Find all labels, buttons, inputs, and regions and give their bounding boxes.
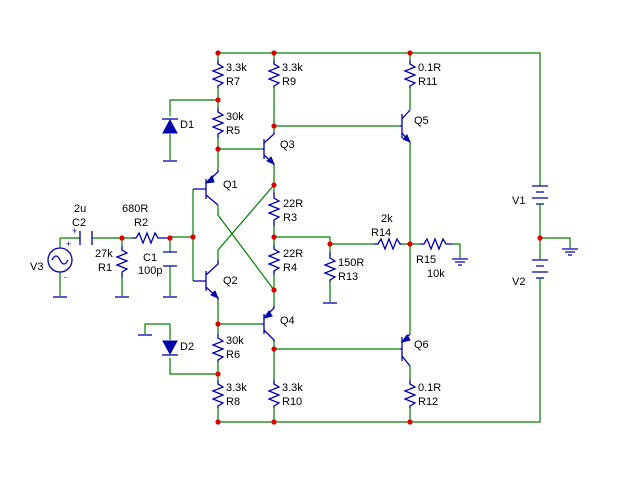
v2-ref: V2 xyxy=(512,276,525,288)
resistor-r7 xyxy=(211,60,225,88)
r10-value: 3.3k xyxy=(282,382,303,394)
v3-ref: V3 xyxy=(30,261,43,273)
capacitors: + xyxy=(72,226,177,267)
r8-ref: R8 xyxy=(226,396,240,408)
resistors xyxy=(115,60,452,408)
resistor-r1 xyxy=(115,246,129,278)
c2-ref: C2 xyxy=(72,217,86,229)
v1-ref: V1 xyxy=(512,195,525,207)
r2-ref: R2 xyxy=(134,217,148,229)
r11-value: 0.1R xyxy=(418,62,441,74)
c2-value: 2u xyxy=(74,203,86,215)
r10-ref: R10 xyxy=(282,396,302,408)
r13-value: 150R xyxy=(338,257,364,269)
transistor-q1 xyxy=(193,170,219,206)
q5-ref: Q5 xyxy=(414,115,429,127)
resistor-r11 xyxy=(403,60,417,88)
r14-value: 2k xyxy=(381,213,393,225)
diodes xyxy=(162,118,178,356)
transistor-q5 xyxy=(400,109,411,143)
ground-v1v2 xyxy=(562,248,578,256)
r11-ref: R11 xyxy=(418,76,437,88)
r15-ref: R15 xyxy=(416,254,436,266)
r15-value: 10k xyxy=(427,268,445,280)
r5-value: 30k xyxy=(226,111,244,123)
battery-v1 xyxy=(532,185,548,206)
c1-ref: C1 xyxy=(143,252,157,264)
d1-ref: D1 xyxy=(180,119,194,131)
q2-ref: Q2 xyxy=(223,275,238,287)
transistor-q3 xyxy=(262,132,275,165)
v3-minus-sign: - xyxy=(64,272,67,282)
resistor-r15 xyxy=(420,237,452,251)
r2-value: 680R xyxy=(122,203,148,215)
r7-ref: R7 xyxy=(226,76,240,88)
r3-ref: R3 xyxy=(283,212,297,224)
capacitor-c1 xyxy=(163,251,177,267)
junction-dots xyxy=(119,50,543,425)
r4-ref: R4 xyxy=(283,262,297,274)
d2-ref: D2 xyxy=(180,341,194,353)
ground-symbols xyxy=(53,160,578,336)
ground-r15 xyxy=(452,258,468,266)
r12-value: 0.1R xyxy=(418,382,441,394)
transistor-q6 xyxy=(400,333,411,367)
resistor-r6 xyxy=(211,334,225,362)
resistor-r3 xyxy=(267,192,281,226)
q1-ref: Q1 xyxy=(223,179,238,191)
v3-plus-sign: + xyxy=(66,239,71,249)
component-labels: 3.3k R7 30k R5 D1 3.3k R9 Q3 Q1 22R R3 2… xyxy=(30,62,525,408)
resistor-r5 xyxy=(211,108,225,138)
r5-ref: R5 xyxy=(226,125,240,137)
q3-ref: Q3 xyxy=(280,139,295,151)
r6-value: 30k xyxy=(226,335,244,347)
source-v3: + - xyxy=(47,238,73,282)
transistor-q2 xyxy=(193,260,219,300)
diode-d2 xyxy=(162,340,178,356)
c2-plus-sign: + xyxy=(72,226,77,236)
r9-ref: R9 xyxy=(282,76,296,88)
resistor-r2 xyxy=(132,231,170,245)
resistor-r12 xyxy=(403,380,417,408)
r1-ref: R1 xyxy=(98,262,112,274)
q6-ref: Q6 xyxy=(414,339,429,351)
r6-ref: R6 xyxy=(226,349,240,361)
resistor-r13 xyxy=(323,252,337,282)
q4-ref: Q4 xyxy=(280,315,295,327)
resistor-r14 xyxy=(374,237,402,251)
r9-value: 3.3k xyxy=(282,62,303,74)
capacitor-c2: + xyxy=(72,226,93,245)
wires xyxy=(59,52,571,423)
r8-value: 3.3k xyxy=(226,382,247,394)
r7-value: 3.3k xyxy=(226,62,247,74)
resistor-r10 xyxy=(267,380,281,408)
r4-value: 22R xyxy=(283,248,303,260)
resistor-r4 xyxy=(267,245,281,275)
battery-v2 xyxy=(532,258,548,292)
transistors xyxy=(193,109,411,367)
transistor-q4 xyxy=(262,306,275,342)
r1-value: 27k xyxy=(95,248,113,260)
diode-d1 xyxy=(162,118,178,134)
r13-ref: R13 xyxy=(338,271,358,283)
r12-ref: R12 xyxy=(418,396,438,408)
sources: + - xyxy=(47,185,548,292)
c1-value: 100p xyxy=(138,265,162,277)
r3-value: 22R xyxy=(283,198,303,210)
resistor-r8 xyxy=(211,380,225,408)
resistor-r9 xyxy=(267,60,281,88)
r14-ref: R14 xyxy=(371,227,391,239)
